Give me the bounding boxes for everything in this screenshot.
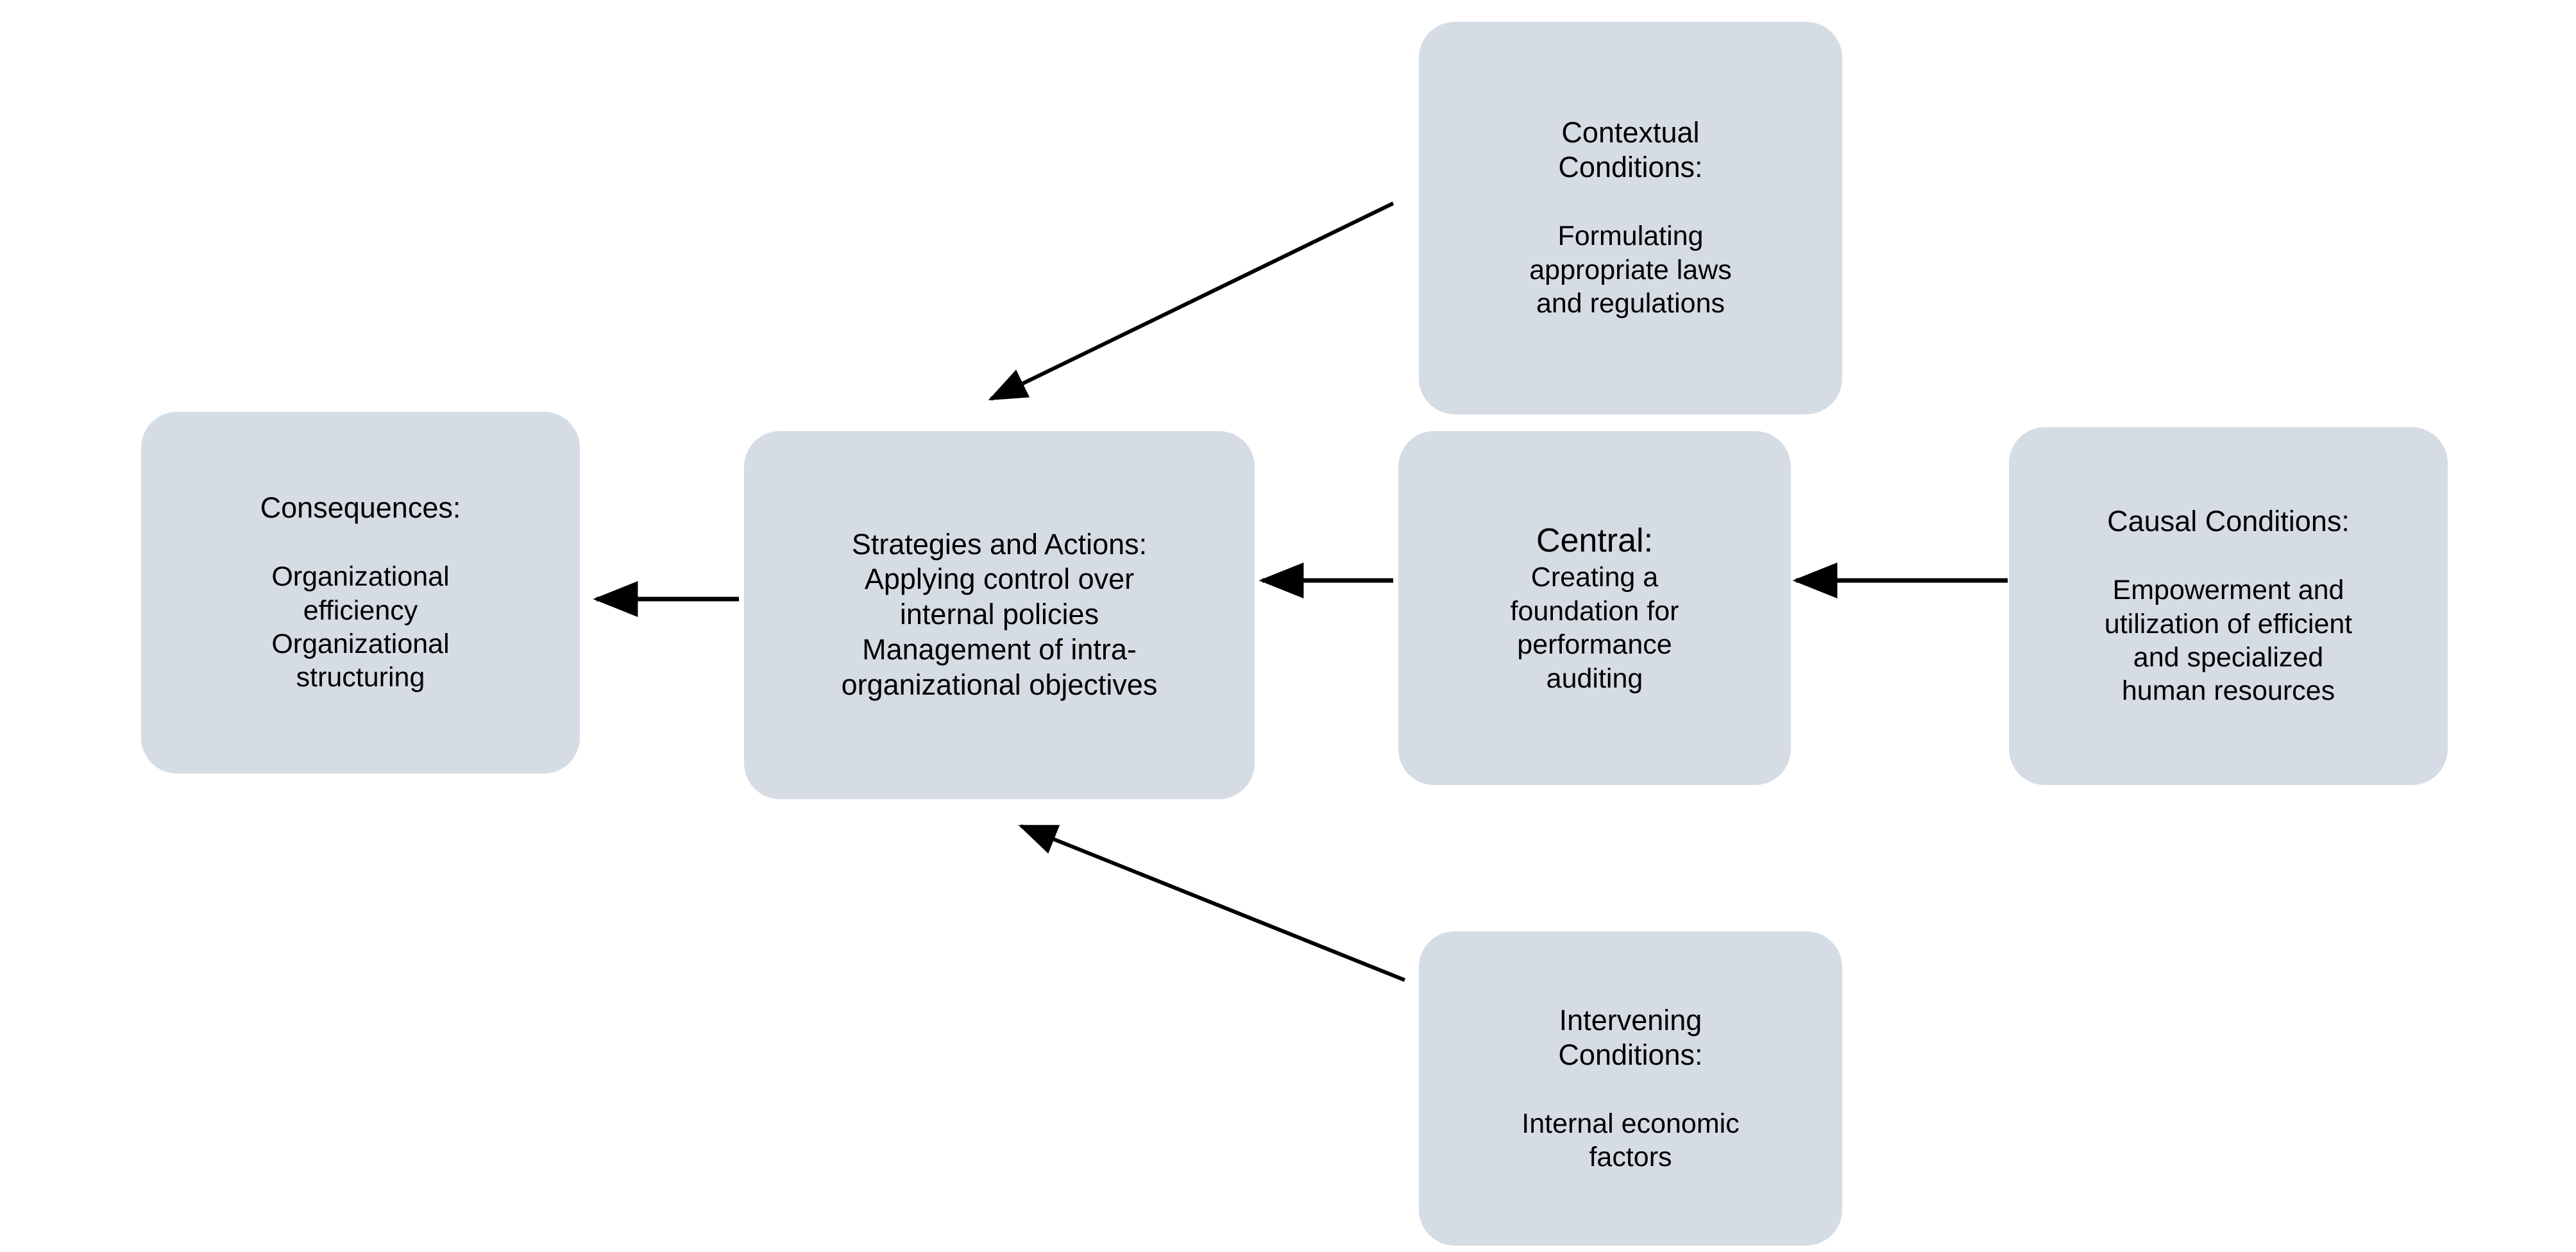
node-central-body: Creating a foundation for performance au… — [1510, 562, 1679, 694]
node-causal-conditions-title: Causal Conditions: — [2107, 505, 2350, 538]
node-strategies-and-actions[interactable]: Strategies and Actions: Applying control… — [744, 431, 1255, 799]
node-intervening-conditions-body: Internal economic factors — [1521, 1108, 1740, 1172]
node-causal-conditions[interactable]: Causal Conditions: Empowerment and utili… — [2009, 427, 2448, 785]
node-intervening-conditions-title: Intervening Conditions: — [1558, 1003, 1703, 1071]
node-contextual-conditions-title: Contextual Conditions: — [1558, 116, 1703, 184]
node-consequences-body: Organizational efficiency Organizational… — [271, 561, 450, 693]
node-consequences-title: Consequences: — [260, 491, 461, 525]
arrow-intervening-to-strategies — [1018, 824, 1406, 982]
arrow-contextual-to-strategies — [988, 201, 1394, 401]
node-causal-conditions-body: Empowerment and utilization of efficient… — [2104, 575, 2353, 707]
node-strategies-and-actions-body: Applying control over internal policies … — [841, 563, 1158, 701]
node-central[interactable]: Central: Creating a foundation for perfo… — [1398, 431, 1791, 785]
node-contextual-conditions[interactable]: Contextual Conditions: Formulating appro… — [1419, 22, 1842, 414]
node-intervening-conditions[interactable]: Intervening Conditions: Internal economi… — [1419, 931, 1842, 1246]
node-central-title: Central: — [1536, 521, 1654, 559]
node-strategies-and-actions-title: Strategies and Actions: — [851, 528, 1148, 561]
node-consequences[interactable]: Consequences: Organizational efficiency … — [141, 412, 580, 774]
node-contextual-conditions-body: Formulating appropriate laws and regulat… — [1529, 221, 1732, 319]
